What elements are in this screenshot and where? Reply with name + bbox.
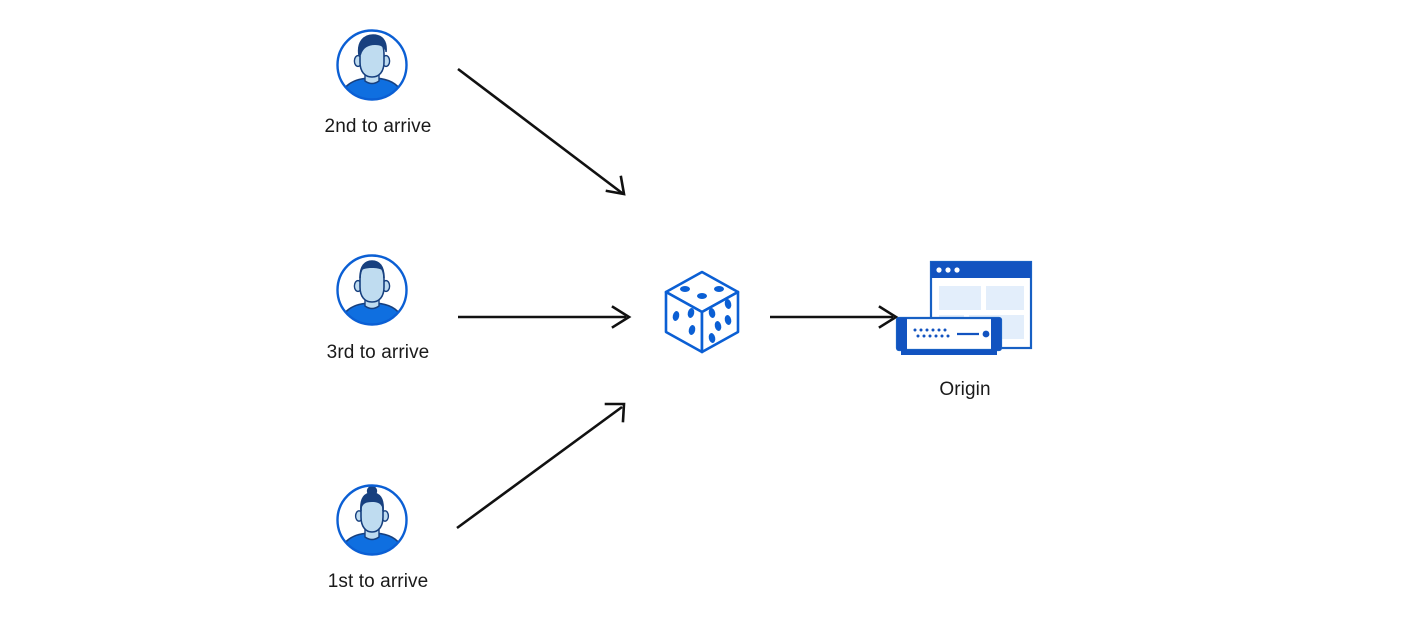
user-avatar-icon: [336, 29, 408, 101]
avatar-visitor-1st: [335, 483, 409, 557]
arrow-2nd-to-dice: [457, 67, 626, 196]
avatar-visitor-3rd: [335, 253, 409, 327]
avatar-visitor-2nd: [335, 28, 409, 102]
origin-server-icon: [895, 260, 1033, 355]
arrow-1st-to-dice: [456, 402, 626, 530]
dice-cube-icon: [664, 270, 740, 354]
user-avatar-icon: [336, 484, 408, 556]
visitor-3rd-label: 3rd to arrive: [326, 342, 430, 363]
visitor-1st-label: 1st to arrive: [327, 571, 429, 592]
origin-node: [893, 256, 1038, 371]
randomizer-node: [660, 268, 744, 363]
user-avatar-icon: [336, 254, 408, 326]
arrow-dice-to-origin: [770, 305, 899, 329]
origin-label: Origin: [939, 379, 991, 400]
arrow-3rd-to-dice: [458, 305, 632, 329]
visitor-2nd-label: 2nd to arrive: [324, 116, 432, 137]
